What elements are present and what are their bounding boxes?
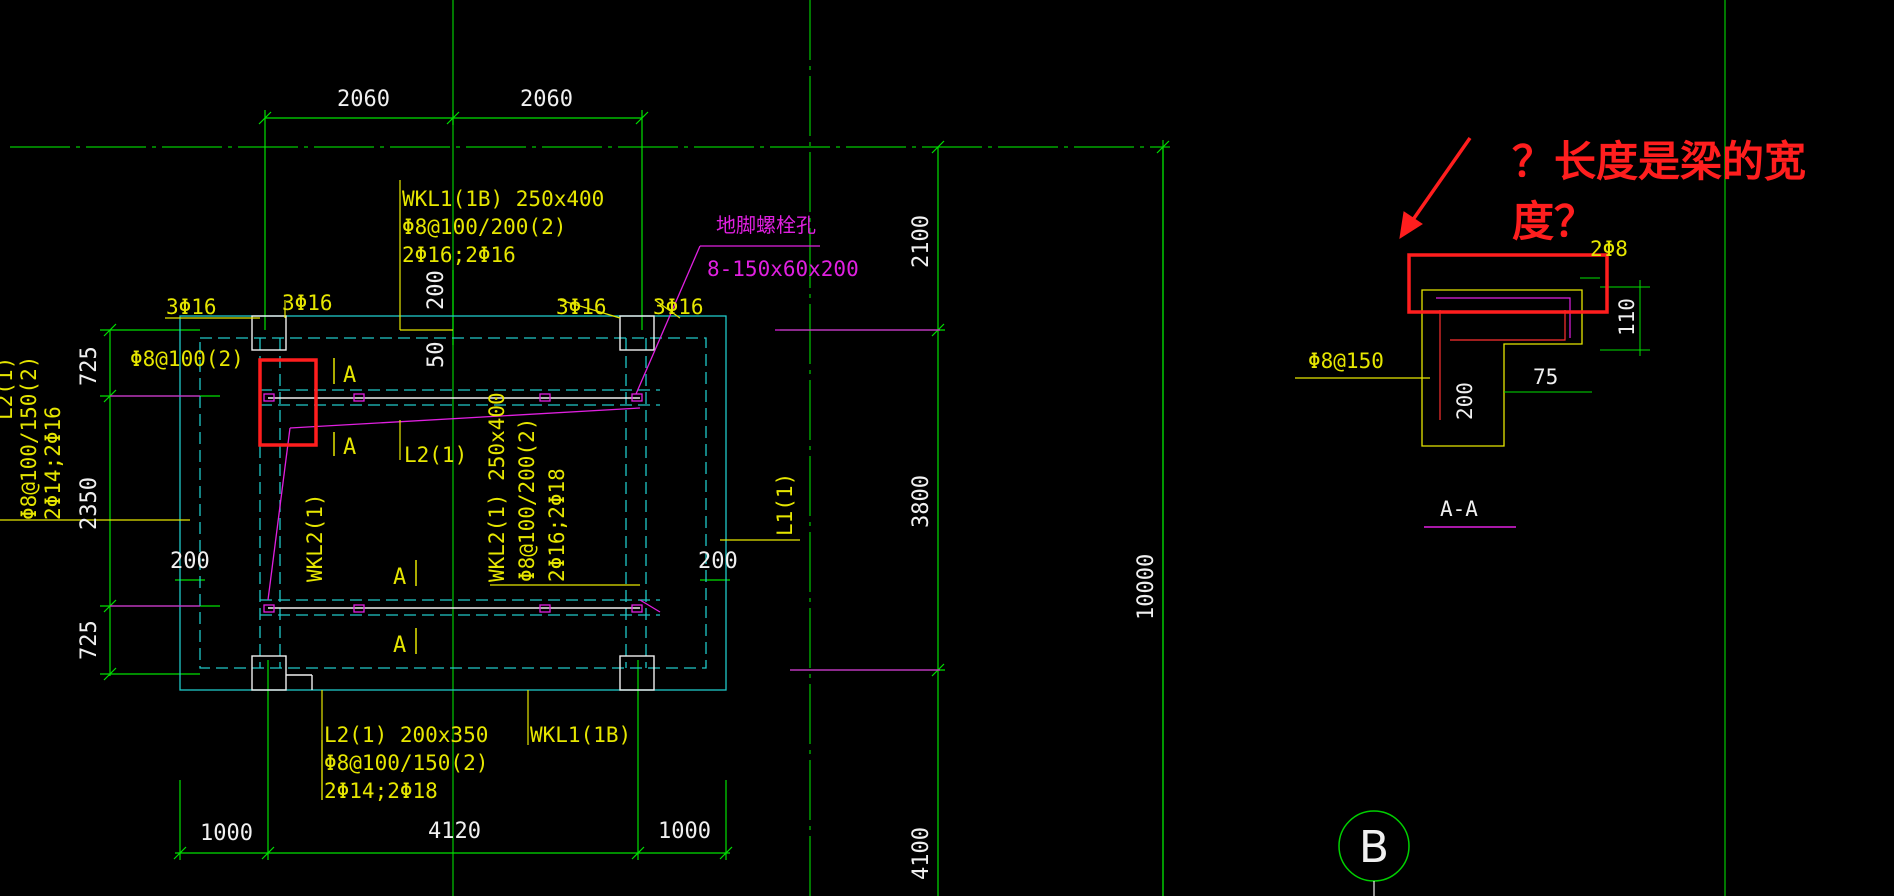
label-wkl2-left: WKL2(1): [303, 493, 327, 582]
label-3phi16-c: 3Φ16: [556, 295, 607, 319]
section-dim-75: 75: [1533, 365, 1558, 389]
label-l2-bottom-1: L2(1) 200x350: [324, 723, 488, 747]
annotation-arrow: [1408, 136, 1472, 226]
section-dim-200: 200: [1453, 382, 1477, 420]
label-wkl1-bottom: WKL1(1B): [530, 723, 631, 747]
label-l2-bottom-3: 2Φ14;2Φ18: [324, 779, 438, 803]
dim-overall-vertical: 10000: [1134, 554, 1159, 620]
anchor-bolt-title: 地脚螺栓孔: [716, 213, 816, 237]
section-mark-a3: A: [393, 565, 406, 590]
grid-bubble-label: B: [1359, 822, 1389, 873]
dim-bottom-mid: 4120: [428, 819, 481, 844]
dim-inner-200-left: 200: [170, 549, 210, 574]
dim-right-top: 2100: [909, 215, 934, 268]
highlight-box-section: [1407, 253, 1609, 314]
dim-inner-200-top: 200: [424, 270, 449, 310]
section-mark-a1: A: [343, 363, 356, 388]
section-mark-ticks: [333, 358, 417, 654]
dim-left-top: 725: [77, 346, 102, 386]
section-top-bar-label: 2Φ8: [1590, 237, 1628, 261]
label-l2-mid: L2(1): [404, 443, 467, 467]
section-detail-shape: [1421, 277, 1650, 528]
label-left-edge-2: 2Φ14;2Φ16: [41, 406, 65, 520]
label-wkl2-center-3: 2Φ16;2Φ18: [545, 468, 569, 582]
question-note-line1: ？长度是梁的宽: [1512, 137, 1806, 186]
columns: [251, 315, 655, 691]
red-annotations: [258, 136, 1609, 447]
label-l2-bottom-2: Φ8@100/150(2): [324, 751, 488, 775]
label-wkl1-top-2: Φ8@100/200(2): [402, 215, 566, 239]
dim-bottom-left: 1000: [200, 821, 253, 846]
dim-inner-50: 50: [424, 342, 449, 369]
label-3phi16-d: 3Φ16: [653, 295, 704, 319]
highlight-box-left: [258, 358, 318, 447]
dim-top-right: 2060: [520, 87, 573, 112]
label-stirrup-left: Φ8@100(2): [130, 347, 244, 371]
dim-bottom-right: 1000: [658, 819, 711, 844]
grid-bubble-b: [1338, 810, 1410, 896]
section-dim-110: 110: [1615, 298, 1639, 336]
anchor-bolts: [110, 245, 940, 671]
anchor-bolt-spec: 8-150x60x200: [707, 257, 859, 281]
label-left-edge-partial: L2(1): [0, 357, 17, 420]
label-wkl2-center-2: Φ8@100/200(2): [515, 418, 539, 582]
label-3phi16-b: 3Φ16: [282, 291, 333, 315]
section-title: A-A: [1440, 497, 1478, 521]
dim-top-left: 2060: [337, 87, 390, 112]
label-3phi16-a: 3Φ16: [166, 295, 217, 319]
dim-left-mid: 2350: [77, 477, 102, 530]
question-note-line2: 度？: [1512, 197, 1596, 246]
label-l1-right: L1(1): [773, 473, 797, 536]
leader-lines: [0, 180, 1430, 800]
section-stirrup-label: Φ8@150: [1308, 349, 1384, 373]
dim-right-mid: 3800: [909, 475, 934, 528]
label-wkl2-center-1: WKL2(1) 250x400: [485, 392, 509, 582]
annotation-arrow-head: [1399, 211, 1423, 240]
dim-right-bottom: 4100: [909, 827, 934, 880]
dim-inner-200-right: 200: [698, 549, 738, 574]
label-wkl1-top-1: WKL1(1B) 250x400: [402, 187, 604, 211]
label-wkl1-top-3: 2Φ16;2Φ16: [402, 243, 516, 267]
section-mark-a4: A: [393, 633, 406, 658]
label-left-edge-1: Φ8@100/150(2): [17, 356, 41, 520]
section-mark-a2: A: [343, 435, 356, 460]
dim-left-bottom: 725: [77, 620, 102, 660]
